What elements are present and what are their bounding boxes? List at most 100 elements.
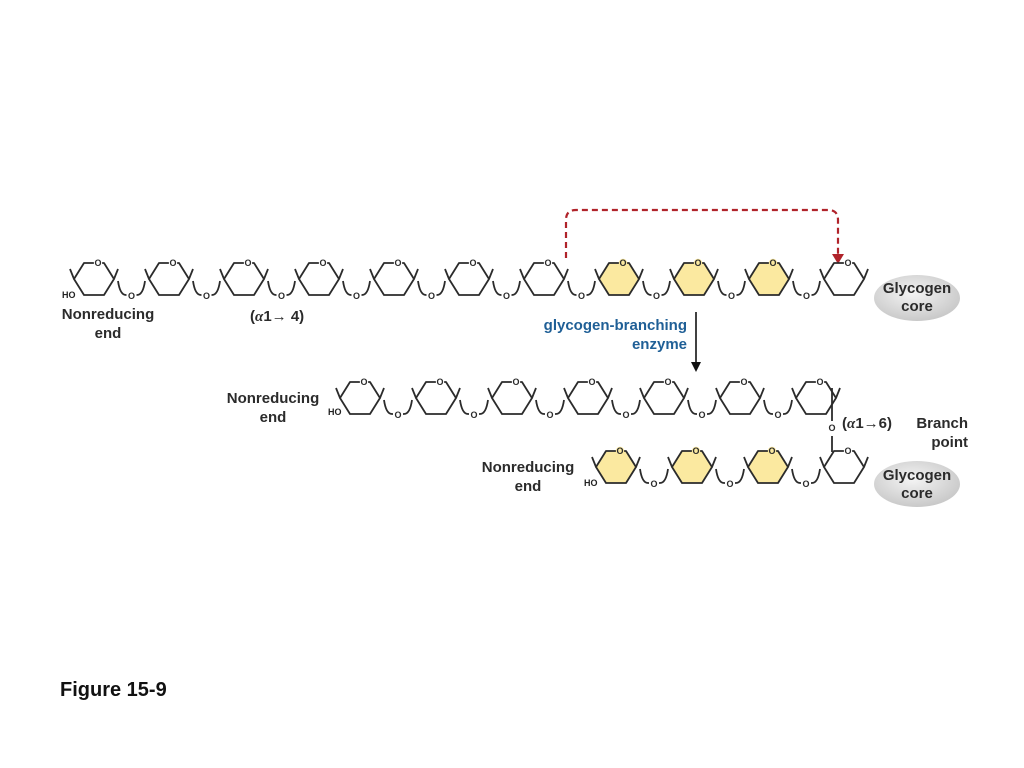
- top-chain-residue-11-right-stub: [863, 268, 869, 280]
- middle-chain-residue-6-right-stub: [759, 387, 765, 399]
- bottom-chain-residue-2-ring-oxygen: O: [692, 446, 699, 456]
- bottom-chain-residue-1-left-stub: [591, 456, 597, 468]
- middle-chain-residue-2-left-stub: [411, 387, 417, 399]
- middle-chain-residue-6-ring-o-gap: [739, 377, 749, 387]
- middle-chain-link-6-bond-right: [783, 399, 793, 415]
- enzyme-line1: glycogen-branching: [543, 317, 687, 334]
- top-chain-residue-1-left-stub: [69, 268, 75, 280]
- top-chain-link-9-bond-left: [717, 280, 727, 296]
- middle-chain-residue-1-ring-oxygen: O: [360, 377, 367, 387]
- top-chain-residue-3-left-stub: [219, 268, 225, 280]
- nonreducing-mid-line1: Nonreducing: [226, 390, 320, 407]
- top-chain-residue-9-ring-oxygen: O: [694, 258, 701, 268]
- reaction-arrowhead: [691, 362, 701, 372]
- top-chain-link-7-bond-left: [567, 280, 577, 296]
- top-chain-residue-4-ring-o-gap: [318, 258, 328, 268]
- top-chain-residue-10-ring-o-gap: [768, 258, 778, 268]
- bottom-chain-residue-2-right-stub: [711, 456, 717, 468]
- top-chain-residue-2-right-stub: [188, 268, 194, 280]
- middle-chain-link-4-bond-right: [631, 399, 641, 415]
- bottom-chain-residue-4-ring-o-gap: [843, 446, 853, 456]
- top-chain-link-7-bridge-oxygen: O: [578, 291, 585, 301]
- bottom-chain-residue-1-ring-oxygen: O: [616, 446, 623, 456]
- top-chain-residue-2-left-stub: [144, 268, 150, 280]
- middle-chain-link-3-bridge-oxygen: O: [546, 410, 553, 420]
- branch-oxygen: O: [828, 423, 835, 433]
- middle-chain-link-4-bridge-oxygen: O: [622, 410, 629, 420]
- bottom-chain-residue-3-left-stub: [743, 456, 749, 468]
- top-chain-link-2-bond-right: [211, 280, 221, 296]
- nonreducing-bot-line2: end: [514, 478, 542, 495]
- top-chain-link-5-bridge-oxygen: O: [428, 291, 435, 301]
- top-chain-residue-7-ring-oxygen: O: [544, 258, 551, 268]
- middle-chain-link-6-bridge-oxygen: O: [774, 410, 781, 420]
- top-chain-link-2-bridge-oxygen: O: [203, 291, 210, 301]
- bottom-chain-residue-3-right-stub: [787, 456, 793, 468]
- top-chain-residue-11-ring-o-gap: [843, 258, 853, 268]
- bottom-chain-residue-1-ring-o-gap: [615, 446, 625, 456]
- nonreducing-top-line1: Nonreducing: [61, 306, 155, 323]
- middle-chain-link-2-bond-left: [459, 399, 469, 415]
- glycogen-core-top: [874, 275, 960, 321]
- core-top-line1: Glycogen: [882, 280, 952, 297]
- top-chain-residue-8-ring-oxygen: O: [619, 258, 626, 268]
- middle-chain-residue-3-left-stub: [487, 387, 493, 399]
- top-chain-residue-3-ring-oxygen: O: [244, 258, 251, 268]
- middle-chain-residue-6-ring-oxygen: O: [740, 377, 747, 387]
- top-chain-residue-9-left-stub: [669, 268, 675, 280]
- top-chain-residue-9-right-stub: [713, 268, 719, 280]
- top-chain-residue-1-ring-oxygen: O: [94, 258, 101, 268]
- top-chain-link-4-bridge-oxygen: O: [353, 291, 360, 301]
- top-chain-residue-5-ring-o-gap: [393, 258, 403, 268]
- middle-chain-link-3-bond-left: [535, 399, 545, 415]
- linkage-14-rest: 1→ 4): [263, 308, 305, 325]
- top-chain-link-6-bond-left: [492, 280, 502, 296]
- middle-chain-link-4-bond-left: [611, 399, 621, 415]
- top-chain-link-10-bridge-oxygen: O: [803, 291, 810, 301]
- figure-caption: Figure 15-9: [60, 679, 167, 701]
- bottom-chain-link-2-bond-left: [715, 468, 725, 484]
- enzyme-line2: enzyme: [631, 336, 687, 353]
- core-top-line2: core: [901, 298, 933, 315]
- top-chain-residue-5-right-stub: [413, 268, 419, 280]
- linkage-14-alpha: α: [255, 309, 264, 325]
- bottom-chain-link-3-bond-right: [811, 468, 821, 484]
- bottom-chain-residue-4-ring-oxygen: O: [844, 446, 851, 456]
- middle-chain-link-1-bond-right: [403, 399, 413, 415]
- bottom-chain-residue-2-left-stub: [667, 456, 673, 468]
- middle-chain-link-1-bridge-oxygen: O: [394, 410, 401, 420]
- nonreducing-mid-line2: end: [259, 409, 287, 426]
- middle-chain-residue-4-left-stub: [563, 387, 569, 399]
- top-chain-link-3-bond-right: [286, 280, 296, 296]
- top-chain-residue-8-left-stub: [594, 268, 600, 280]
- linkage-16-alpha: α: [847, 416, 856, 432]
- top-chain-link-7-bond-right: [586, 280, 596, 296]
- top-chain-link-2-bond-left: [192, 280, 202, 296]
- top-chain-residue-2-ring-oxygen: O: [169, 258, 176, 268]
- middle-chain-residue-5-ring-oxygen: O: [664, 377, 671, 387]
- top-chain-residue-10-ring-oxygen: O: [769, 258, 776, 268]
- top-chain-residue-1-right-stub: [113, 268, 119, 280]
- bottom-chain-residue-1-right-stub: [635, 456, 641, 468]
- top-chain-link-9-bridge-oxygen: O: [728, 291, 735, 301]
- top-chain-residue-7-left-stub: [519, 268, 525, 280]
- top-chain-link-10-bond-right: [811, 280, 821, 296]
- top-chain-residue-7-ring-o-gap: [543, 258, 553, 268]
- top-chain-residue-4-left-stub: [294, 268, 300, 280]
- middle-chain-link-1-bond-left: [383, 399, 393, 415]
- top-chain-residue-1-ring-o-gap: [93, 258, 103, 268]
- glycogen-branching-enzyme-label: glycogen-branching enzyme: [500, 316, 687, 354]
- middle-chain-residue-3-right-stub: [531, 387, 537, 399]
- top-chain-link-3-bridge-oxygen: O: [278, 291, 285, 301]
- top-chain-residue-4-right-stub: [338, 268, 344, 280]
- top-chain-residue-8-right-stub: [638, 268, 644, 280]
- linkage-14-open: (: [250, 308, 255, 325]
- alpha-1-6-linkage-label: (α1→6): [842, 414, 892, 434]
- top-chain-residue-4-ring-oxygen: O: [319, 258, 326, 268]
- top-chain-residue-10-right-stub: [788, 268, 794, 280]
- top-chain-residue-5-ring-oxygen: O: [394, 258, 401, 268]
- top-chain-residue-3-ring-o-gap: [243, 258, 253, 268]
- middle-chain-residue-2-ring-oxygen: O: [436, 377, 443, 387]
- top-chain-residue-10-left-stub: [744, 268, 750, 280]
